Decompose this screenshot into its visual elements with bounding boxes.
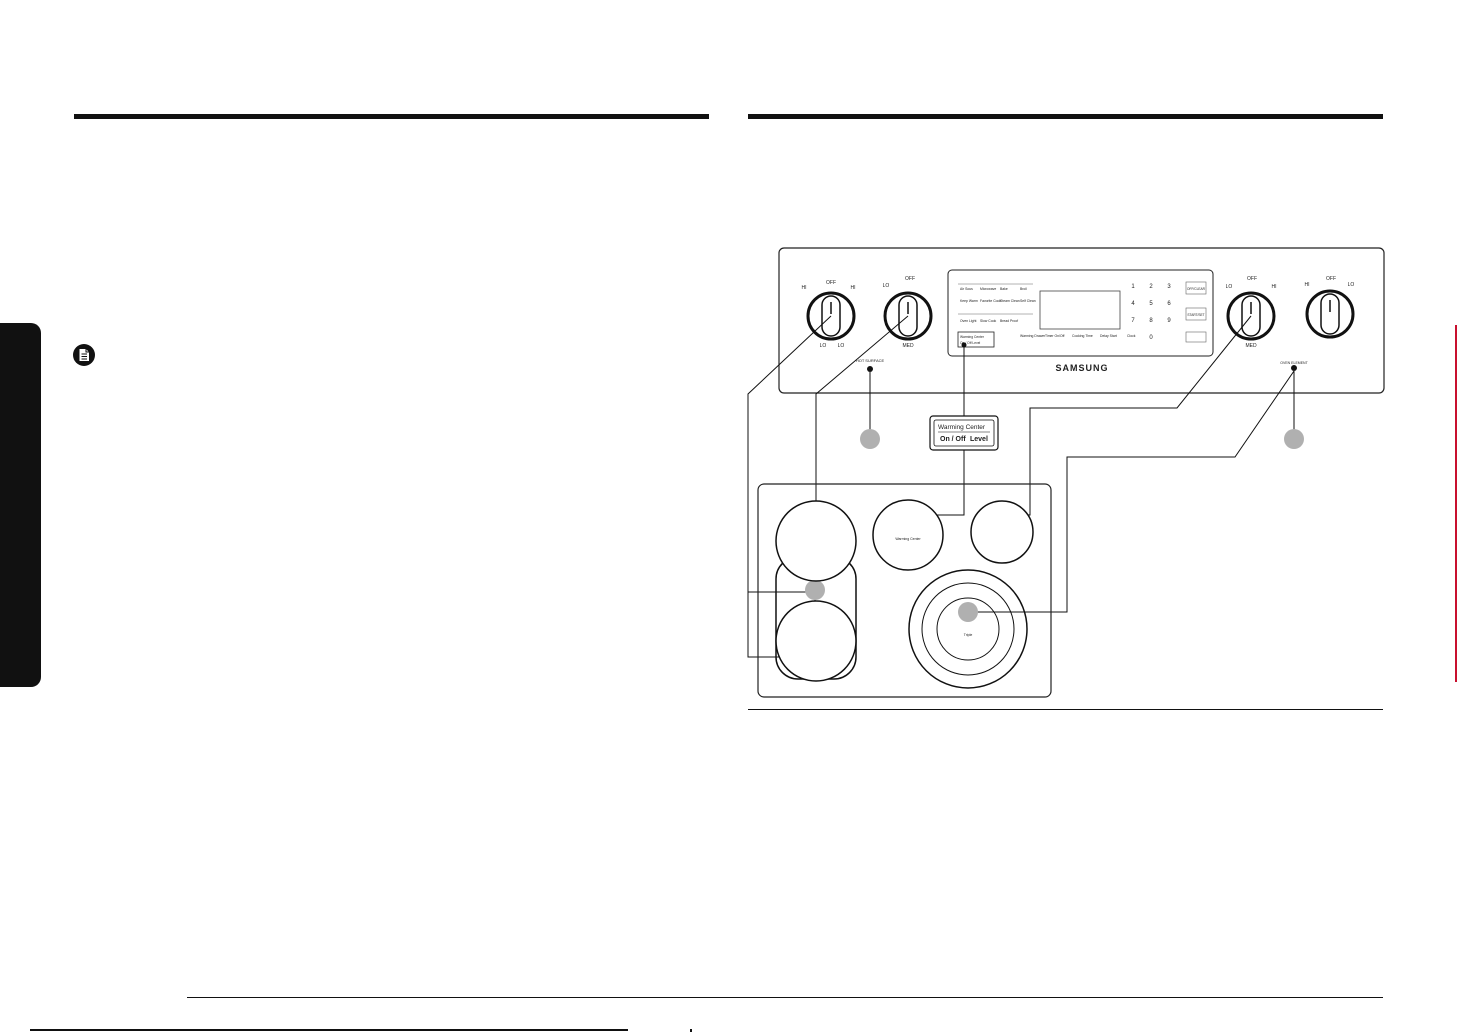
svg-text:Level: Level: [970, 436, 988, 443]
svg-text:0: 0: [1149, 335, 1153, 341]
warming-center-small-pad: [957, 331, 995, 348]
diagram-bottom-rule: [748, 709, 1383, 710]
svg-text:1: 1: [1131, 284, 1135, 290]
hot-surface-label: HOT SURFACE: [856, 358, 885, 363]
svg-text:7: 7: [1131, 318, 1135, 324]
svg-text:Air Sous: Air Sous: [960, 287, 973, 291]
knob2-med-label: MED: [902, 343, 914, 349]
svg-text:START/SET: START/SET: [1187, 313, 1204, 317]
bottom-trim-mark: [690, 1029, 692, 1032]
svg-text:Delay Start: Delay Start: [1100, 334, 1117, 338]
svg-text:Clock: Clock: [1127, 334, 1136, 338]
svg-text:Steam Clean: Steam Clean: [1000, 299, 1020, 303]
right-front-triple-element: [908, 569, 1028, 689]
svg-text:4: 4: [1131, 301, 1135, 307]
svg-text:On / Off Level: On / Off Level: [960, 341, 981, 345]
svg-text:On / Off: On / Off: [940, 436, 966, 443]
left-bridge-element: [775, 500, 857, 682]
knob2-off-label: OFF: [905, 276, 915, 282]
knob1-hi-label: HI: [802, 285, 807, 291]
left-dual-knob: OFF HI HI LO LO: [802, 280, 856, 349]
svg-text:Microwave: Microwave: [980, 287, 996, 291]
svg-text:Bread Proof: Bread Proof: [1000, 319, 1018, 323]
knob1-hi-label-right: HI: [851, 285, 856, 291]
svg-text:6: 6: [1167, 301, 1171, 307]
range-control-diagram: OFF HI HI LO LO OFF LO MED HOT SURFACE A…: [747, 247, 1385, 698]
number-keypad: 1 2 3 4 5 6 7 8 9 0: [1131, 284, 1171, 341]
knob3-med-label: MED: [1245, 343, 1257, 349]
svg-text:Keep Warm: Keep Warm: [960, 299, 978, 303]
knob1-lo-label: LO: [820, 343, 827, 349]
oven-element-light: [1291, 365, 1297, 371]
bottom-trim-line: [30, 1029, 628, 1031]
svg-text:Cooking Time: Cooking Time: [1072, 334, 1093, 338]
pad-labels: Air Sous Microwave Bake Broil Keep Warm …: [960, 287, 1136, 338]
svg-text:Slow Cook: Slow Cook: [980, 319, 997, 323]
knob3-lo-label: LO: [1226, 284, 1233, 290]
svg-text:Warming Drawer: Warming Drawer: [1020, 334, 1046, 338]
knob4-hi-label: HI: [1305, 282, 1310, 288]
svg-text:2: 2: [1149, 284, 1153, 290]
control-panel: [778, 247, 1385, 394]
svg-text:Warming Center: Warming Center: [938, 424, 986, 431]
svg-text:Bake: Bake: [1000, 287, 1008, 291]
right-triple-knob: OFF HI LO: [1305, 276, 1355, 339]
knob4-off-label: OFF: [1326, 276, 1336, 282]
knob2-lo-label: LO: [883, 283, 890, 289]
knob1-lo-label-right: LO: [838, 343, 845, 349]
svg-text:3: 3: [1167, 284, 1171, 290]
warming-center-zone: [872, 499, 944, 571]
left-column-header-rule: [74, 114, 709, 119]
knob3-off-label: OFF: [1247, 276, 1257, 282]
svg-text:Favorite Cook: Favorite Cook: [980, 299, 1001, 303]
brand-logo: SAMSUNG: [1055, 363, 1108, 373]
hot-surface-light: [867, 366, 873, 372]
svg-text:9: 9: [1167, 318, 1171, 324]
section-side-tab: [0, 323, 41, 687]
svg-text:5: 5: [1149, 301, 1153, 307]
digital-display: [1039, 290, 1121, 330]
oven-element-label: OVEN ELEMENT: [1280, 361, 1308, 365]
note-icon: [73, 344, 95, 366]
svg-text:Self Clean: Self Clean: [1020, 299, 1036, 303]
svg-text:8: 8: [1149, 318, 1153, 324]
knob1-off-label: OFF: [826, 280, 836, 286]
knob3-hi-label: HI: [1272, 284, 1277, 290]
svg-text:Oven Light: Oven Light: [960, 319, 976, 323]
svg-text:Warming Center: Warming Center: [960, 335, 985, 339]
control-display-panel: [947, 269, 1214, 357]
svg-text:OFF/CLEAR: OFF/CLEAR: [1187, 287, 1206, 291]
knob4-lo-label: LO: [1348, 282, 1355, 288]
page-edge-marker: [1455, 325, 1457, 682]
footer-rule: [187, 997, 1383, 998]
svg-text:Warming Center: Warming Center: [895, 537, 921, 541]
right-column-header-rule: [748, 114, 1383, 119]
svg-text:Triple: Triple: [964, 633, 973, 637]
svg-text:Broil: Broil: [1020, 287, 1027, 291]
cooktop: [757, 483, 1052, 698]
warming-center-callout: Warming Center On / Off Level: [929, 415, 999, 451]
right-rear-element: [970, 500, 1034, 564]
svg-text:Timer On/Off: Timer On/Off: [1045, 334, 1064, 338]
left-center-knob: OFF LO MED: [883, 276, 933, 349]
